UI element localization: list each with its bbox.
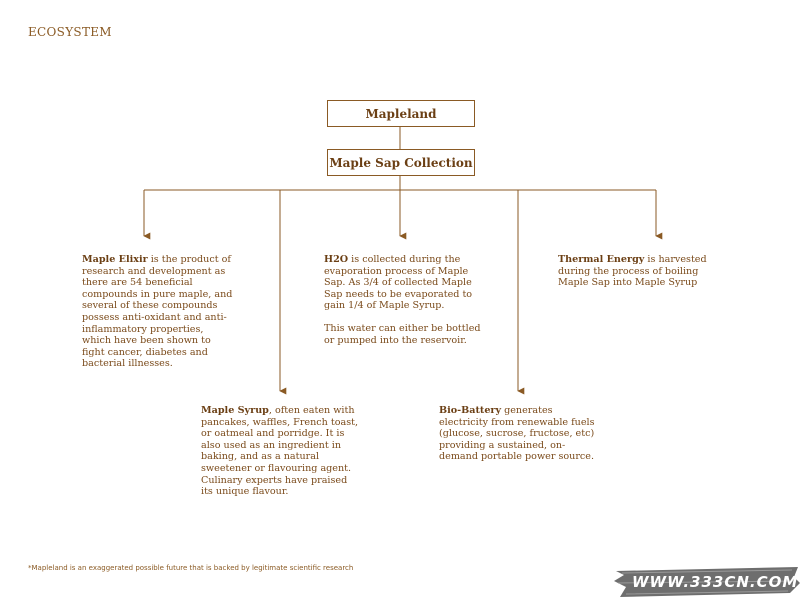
maple-elixir-desc: is the product of research and developme… <box>82 254 233 370</box>
watermark-text: WWW.333CN.COM <box>632 573 799 591</box>
thermal-energy-text: Thermal Energy is harvested during the p… <box>558 254 708 289</box>
page-title: ECOSYSTEM <box>28 25 112 39</box>
thermal-energy-desc: is harvested during the process of boili… <box>558 254 707 289</box>
bio-battery-term: Bio-Battery <box>439 405 502 416</box>
maple-syrup-desc: , often eaten with pancakes, waffles, Fr… <box>201 405 359 498</box>
watermark-brush <box>614 567 800 597</box>
sap-collection-label: Maple Sap Collection <box>329 155 473 170</box>
maple-syrup-text: Maple Syrup, often eaten with pancakes, … <box>201 405 361 498</box>
maple-elixir-text: Maple Elixir is the product of research … <box>82 254 234 370</box>
mapleland-label: Mapleland <box>365 106 437 121</box>
mapleland-node: Mapleland <box>327 100 475 127</box>
maple-syrup-term: Maple Syrup <box>201 405 269 416</box>
sap-collection-node: Maple Sap Collection <box>327 149 475 176</box>
maple-elixir-term: Maple Elixir <box>82 254 148 265</box>
h2o-desc-2: This water can either be bottled or pump… <box>324 322 481 346</box>
h2o-term: H2O <box>324 254 349 265</box>
h2o-text: H2O is collected during the evaporation … <box>324 254 484 346</box>
bio-battery-desc: generates electricity from renewable fue… <box>439 405 595 463</box>
thermal-energy-term: Thermal Energy <box>558 254 645 265</box>
bio-battery-text: Bio-Battery generates electricity from r… <box>439 405 599 463</box>
footnote: *Mapleland is an exaggerated possible fu… <box>28 564 354 572</box>
h2o-desc: is collected during the evaporation proc… <box>324 254 473 312</box>
